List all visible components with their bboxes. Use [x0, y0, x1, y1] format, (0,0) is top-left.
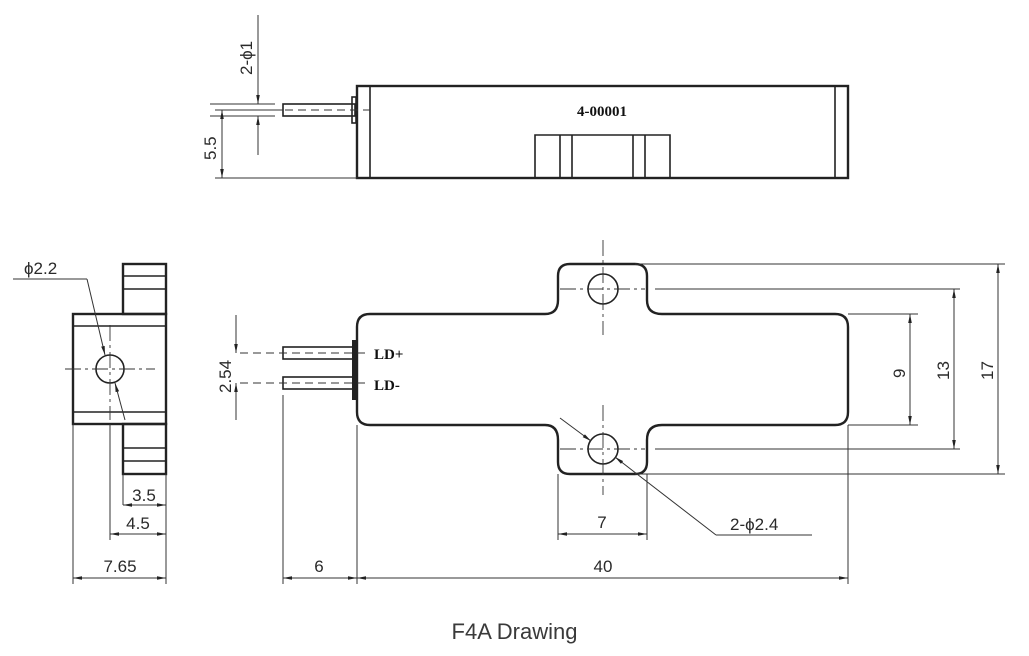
top-view: 4-00001 2-ϕ1 5.5 [201, 15, 850, 180]
dim-7-65: 7.65 [73, 557, 166, 580]
dim-hole-diameter: ϕ2.2 [13, 259, 126, 421]
dim-4-5: 4.5 [110, 514, 166, 536]
dim-3-5: 3.5 [123, 486, 166, 507]
dim-body-length: 40 [357, 557, 848, 580]
dim-text-4-5: 4.5 [126, 514, 150, 533]
drawing-caption: F4A Drawing [451, 619, 578, 644]
dim-text-pin-height: 5.5 [201, 136, 220, 160]
dim-hole-spacing: 13 [934, 289, 956, 449]
dim-text-2-54: 2.54 [216, 360, 235, 393]
front-body [355, 262, 850, 476]
dim-text-pin-dia: 2-ϕ1 [237, 41, 256, 75]
dim-pin-diameter: 2-ϕ1 [237, 15, 260, 155]
dim-text-40: 40 [594, 557, 613, 576]
dim-text-3-5: 3.5 [132, 486, 156, 505]
front-pins: LD+ LD- [240, 340, 403, 400]
dim-text-7: 7 [597, 513, 606, 532]
dim-total-height: 17 [978, 264, 1000, 474]
dim-text-13: 13 [934, 361, 953, 380]
dim-text-9: 9 [890, 369, 909, 378]
dim-text-6: 6 [314, 557, 323, 576]
dim-body-height: 9 [890, 314, 912, 425]
label-ld-minus: LD- [374, 378, 400, 394]
dim-pin-pitch: 2.54 [216, 315, 238, 420]
front-view: LD+ LD- 2.54 6 40 7 [216, 240, 1005, 584]
dim-pin-length: 6 [283, 557, 357, 580]
dim-mount-holes: 2-ϕ2.4 [559, 417, 812, 536]
dim-text-17: 17 [978, 361, 997, 380]
dim-text-7-65: 7.65 [103, 557, 136, 576]
dim-text-mount-holes: 2-ϕ2.4 [730, 515, 778, 534]
part-number: 4-00001 [577, 104, 627, 120]
label-ld-plus: LD+ [374, 347, 403, 363]
dim-tab-width: 7 [558, 513, 647, 536]
top-body [355, 84, 850, 180]
top-notch [534, 134, 671, 178]
side-view: ϕ2.2 3.5 4.5 7.65 [13, 259, 168, 584]
dim-text-hole-dia: ϕ2.2 [24, 259, 57, 278]
dim-pin-height: 5.5 [201, 109, 357, 179]
